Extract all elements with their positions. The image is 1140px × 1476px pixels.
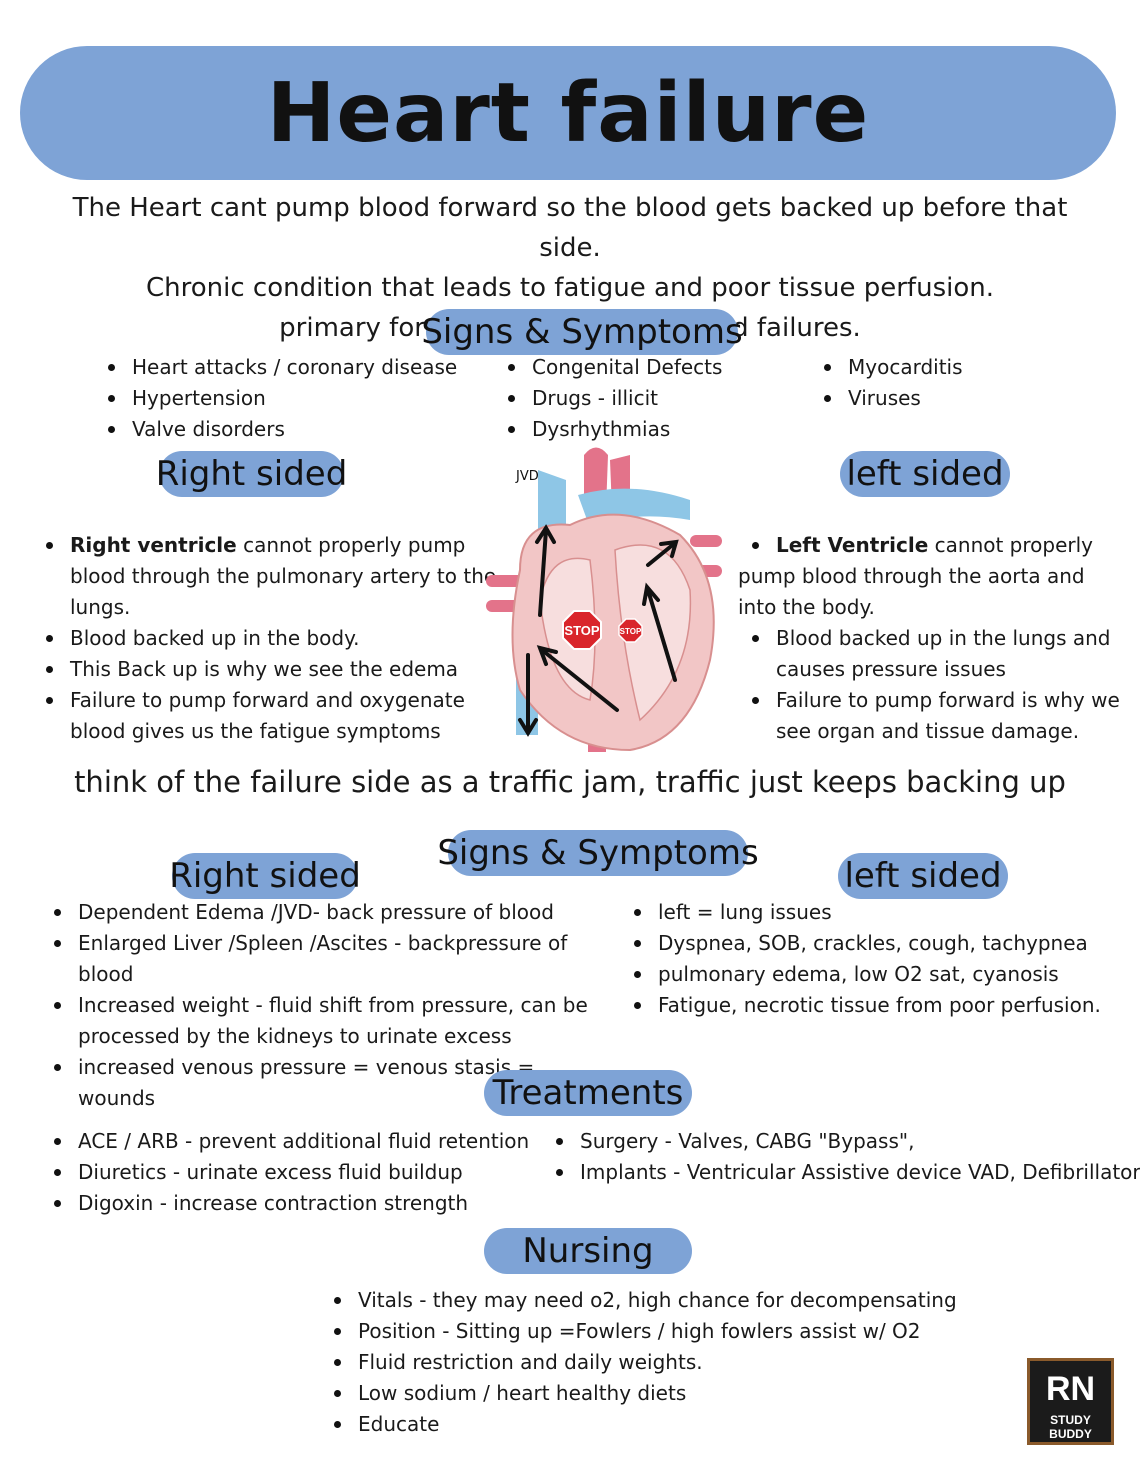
treatments-heading: Treatments bbox=[484, 1070, 692, 1116]
intro-line: The Heart cant pump blood forward so the… bbox=[72, 193, 1068, 263]
signs-left-heading: left sided bbox=[838, 853, 1008, 899]
list-item: increased venous pressure = venous stasi… bbox=[54, 1052, 598, 1114]
arrow bbox=[646, 588, 677, 682]
left-sided-heading: left sided bbox=[840, 451, 1010, 497]
list-item: Vitals - they may need o2, high chance f… bbox=[334, 1285, 957, 1316]
pulmonary-vein-left bbox=[486, 575, 526, 587]
stop-sign-small-icon bbox=[618, 618, 643, 643]
list-item: Increased weight - fluid shift from pres… bbox=[54, 990, 598, 1052]
signs-right-list: Dependent Edema /JVD- back pressure of b… bbox=[50, 897, 598, 1114]
stop-sign-label: STOP bbox=[564, 623, 599, 638]
item-text: cannot properly pump blood through the p… bbox=[70, 533, 497, 619]
nursing-heading: Nursing bbox=[484, 1228, 692, 1274]
list-item: This Back up is why we see the edema bbox=[46, 654, 510, 685]
left-sided-block: Left Ventricle cannot properly pump bloo… bbox=[738, 530, 1124, 747]
list-item: Low sodium / heart healthy diets bbox=[334, 1378, 957, 1409]
arrow bbox=[540, 648, 619, 712]
list-item: Dysrhythmias bbox=[507, 414, 722, 445]
logo-rn: RN bbox=[1045, 1370, 1096, 1408]
arrow bbox=[646, 541, 677, 567]
item-text: cannot properly bbox=[928, 533, 1094, 557]
list-item: Valve disorders bbox=[107, 414, 457, 445]
arrow-head bbox=[536, 645, 558, 666]
list-item: Hypertension bbox=[107, 383, 457, 414]
nursing-list: Vitals - they may need o2, high chance f… bbox=[330, 1285, 957, 1440]
list-item: Digoxin - increase contraction strength bbox=[53, 1188, 529, 1219]
list-item: ACE / ARB - prevent additional fluid ret… bbox=[53, 1126, 529, 1157]
bold-term: Left Ventricle bbox=[776, 533, 929, 557]
stop-sign-icon bbox=[562, 610, 602, 650]
jvd-label: JVD bbox=[515, 469, 539, 484]
bullet bbox=[752, 542, 759, 549]
list-item: Implants - Ventricular Assistive device … bbox=[556, 1157, 1140, 1188]
list-item: Myocarditis bbox=[824, 352, 963, 383]
list-item: left = lung issues bbox=[634, 897, 1101, 928]
causes-list-1: Heart attacks / coronary disease Hyperte… bbox=[104, 352, 457, 445]
list-item: Dyspnea, SOB, crackles, cough, tachypnea bbox=[634, 928, 1101, 959]
intro-line: Chronic condition that leads to fatigue … bbox=[146, 273, 994, 303]
arrow-head bbox=[659, 539, 679, 558]
signs-right-heading: Right sided bbox=[169, 853, 361, 899]
arrow-head bbox=[642, 582, 660, 606]
list-item: Position - Sitting up =Fowlers / high fo… bbox=[334, 1316, 957, 1347]
title-banner: Heart failure bbox=[20, 46, 1116, 180]
stop-sign-small-label: STOP bbox=[620, 627, 642, 636]
list-item: Right ventricle cannot properly pump blo… bbox=[46, 530, 510, 623]
list-item: Surgery - Valves, CABG "Bypass", bbox=[556, 1126, 1140, 1157]
rn-study-buddy-logo: RN STUDY BUDDY bbox=[1027, 1358, 1114, 1445]
heart-diagram: STOP STOP JVD bbox=[486, 447, 722, 752]
treatments-list-1: ACE / ARB - prevent additional fluid ret… bbox=[50, 1126, 529, 1219]
list-item: Fatigue, necrotic tissue from poor perfu… bbox=[634, 990, 1101, 1021]
left-sided-list: Blood backed up in the lungs and causes … bbox=[738, 623, 1124, 747]
pulmonary-vein-right bbox=[690, 535, 722, 547]
arrow-head bbox=[518, 718, 538, 737]
right-sided-heading: Right sided bbox=[156, 451, 347, 497]
list-item: Drugs - illicit bbox=[507, 383, 722, 414]
causes-heading: Signs & Symptoms bbox=[421, 309, 743, 355]
signs-left-list: left = lung issues Dyspnea, SOB, crackle… bbox=[630, 897, 1101, 1021]
list-item: Failure to pump forward and oxygenate bl… bbox=[46, 685, 510, 747]
left-sided-intro: Left Ventricle cannot properly bbox=[738, 530, 1124, 561]
list-item: Educate bbox=[334, 1409, 957, 1440]
bold-term: Right ventricle bbox=[70, 533, 237, 557]
arrow bbox=[538, 528, 548, 617]
list-item: Blood backed up in the body. bbox=[46, 623, 510, 654]
list-item: Diuretics - urinate excess fluid buildup bbox=[53, 1157, 529, 1188]
signs-heading: Signs & Symptoms bbox=[437, 830, 759, 876]
list-item: Heart attacks / coronary disease bbox=[107, 352, 457, 383]
list-item: Congenital Defects bbox=[507, 352, 722, 383]
list-item: Failure to pump forward is why we see or… bbox=[752, 685, 1124, 747]
page-title: Heart failure bbox=[266, 65, 870, 161]
list-item: Blood backed up in the lungs and causes … bbox=[752, 623, 1124, 685]
causes-list-3: Myocarditis Viruses bbox=[820, 352, 963, 414]
traffic-jam-note: think of the failure side as a traffic j… bbox=[74, 765, 1066, 799]
list-item: Enlarged Liver /Spleen /Ascites - backpr… bbox=[54, 928, 598, 990]
list-item: Viruses bbox=[824, 383, 963, 414]
left-sided-intro-cont: pump blood through the aorta and into th… bbox=[738, 564, 1085, 619]
list-item: Fluid restriction and daily weights. bbox=[334, 1347, 957, 1378]
causes-list-2: Congenital Defects Drugs - illicit Dysrh… bbox=[504, 352, 722, 445]
treatments-list-2: Surgery - Valves, CABG "Bypass", Implant… bbox=[552, 1126, 1140, 1188]
arrow-head bbox=[535, 524, 556, 544]
list-item: pulmonary edema, low O2 sat, cyanosis bbox=[634, 959, 1101, 990]
list-item: Dependent Edema /JVD- back pressure of b… bbox=[54, 897, 598, 928]
logo-study-buddy: STUDY BUDDY bbox=[1049, 1413, 1092, 1441]
right-sided-list: Right ventricle cannot properly pump blo… bbox=[42, 530, 510, 747]
